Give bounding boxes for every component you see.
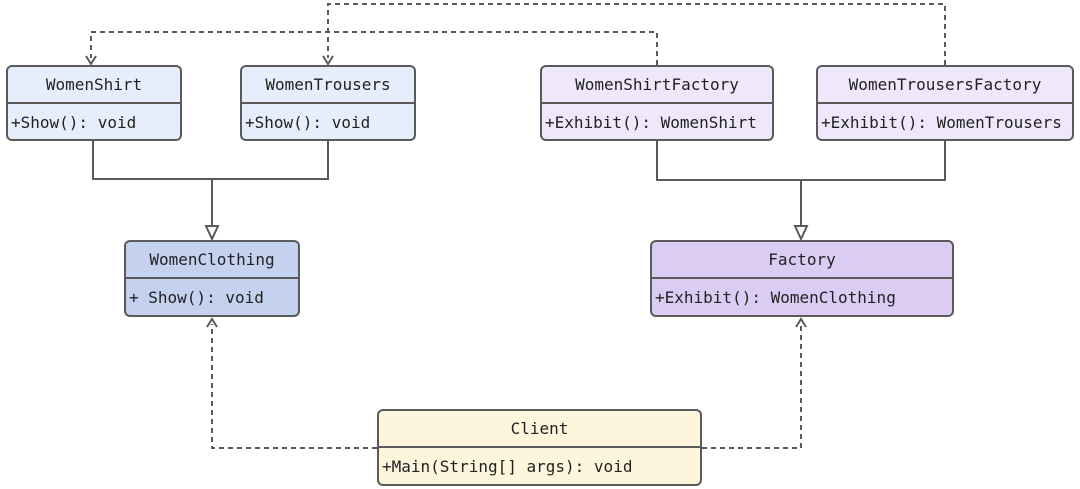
class-name: WomenTrousers bbox=[242, 67, 414, 104]
class-name: WomenClothing bbox=[126, 242, 298, 279]
dependency-line-client-to-women-clothing bbox=[211, 324, 377, 449]
inheritance-arrowhead-factory bbox=[793, 225, 809, 242]
class-factory[interactable]: Factory +Exhibit(): WomenClothing bbox=[650, 240, 954, 317]
class-name: WomenShirtFactory bbox=[542, 67, 772, 104]
dependency-line-women-trousers-factory-to-women-trousers bbox=[327, 3, 946, 65]
inheritance-line-women-shirt-factory-to-factory bbox=[656, 141, 802, 226]
inheritance-line-women-shirt-to-women-clothing bbox=[92, 141, 213, 226]
class-name: WomenTrousersFactory bbox=[818, 67, 1072, 104]
dependency-line-client-to-factory bbox=[702, 324, 802, 449]
class-method: +Exhibit(): WomenClothing bbox=[655, 288, 896, 307]
class-name: Client bbox=[379, 411, 700, 448]
dependency-arrowhead-client-women-clothing bbox=[206, 317, 218, 328]
dependency-arrowhead-women-trousers bbox=[322, 55, 334, 66]
class-name: WomenShirt bbox=[8, 67, 180, 104]
class-method: +Show(): void bbox=[245, 113, 371, 132]
class-women-shirt[interactable]: WomenShirt +Show(): void bbox=[6, 65, 182, 141]
class-women-clothing[interactable]: WomenClothing + Show(): void bbox=[124, 240, 300, 317]
dependency-arrowhead-women-shirt bbox=[85, 55, 97, 66]
inheritance-line-women-trousers-to-women-clothing bbox=[212, 141, 329, 180]
inheritance-line-women-trousers-factory-to-factory bbox=[801, 141, 946, 181]
class-method: +Exhibit(): WomenTrousers bbox=[821, 113, 1062, 132]
class-women-trousers[interactable]: WomenTrousers +Show(): void bbox=[240, 65, 416, 141]
dependency-line-women-shirt-factory-to-women-shirt bbox=[90, 31, 658, 65]
inheritance-arrowhead-women-clothing bbox=[204, 225, 220, 242]
class-women-shirt-factory[interactable]: WomenShirtFactory +Exhibit(): WomenShirt bbox=[540, 65, 774, 141]
class-name: Factory bbox=[652, 242, 952, 279]
class-method: +Main(String[] args): void bbox=[382, 457, 633, 476]
class-women-trousers-factory[interactable]: WomenTrousersFactory +Exhibit(): WomenTr… bbox=[816, 65, 1074, 141]
class-method: + Show(): void bbox=[129, 288, 264, 307]
class-method: +Exhibit(): WomenShirt bbox=[545, 113, 757, 132]
class-method: +Show(): void bbox=[11, 113, 137, 132]
dependency-arrowhead-client-factory bbox=[795, 317, 807, 328]
class-client[interactable]: Client +Main(String[] args): void bbox=[377, 409, 702, 486]
